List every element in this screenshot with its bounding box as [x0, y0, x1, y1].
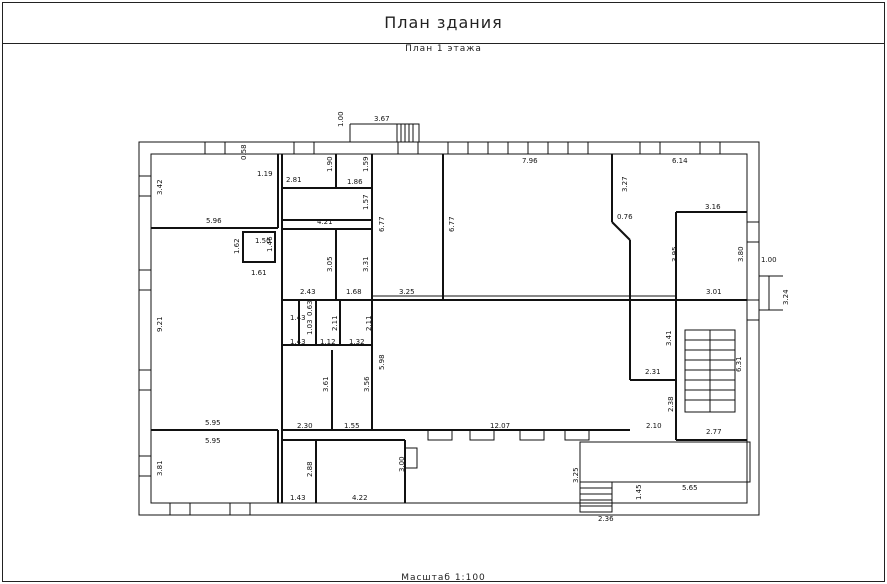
dimension-label: 6.77 — [448, 216, 456, 232]
dimension-label: 3.56 — [363, 376, 371, 392]
dimension-label: 3.67 — [374, 115, 390, 123]
dimension-label: 3.31 — [362, 256, 370, 272]
dimension-label: 1.00 — [761, 256, 777, 264]
dimension-label: 1.55 — [344, 422, 360, 430]
dimension-label: 2.88 — [306, 461, 314, 477]
dimension-label: 2.11 — [365, 315, 373, 331]
dimension-label: 5.96 — [206, 217, 222, 225]
dimension-label: 1.62 — [233, 238, 241, 254]
dimension-label: 2.30 — [297, 422, 313, 430]
dimension-label: 1.03 — [306, 319, 314, 335]
dimension-label: 3.95 — [671, 246, 679, 262]
dimension-label: 3.25 — [572, 467, 580, 483]
dimension-label: 1.45 — [635, 484, 643, 500]
dimension-label: 5.65 — [682, 484, 698, 492]
dimension-label: 1.90 — [326, 156, 334, 172]
dimension-label: 2.36 — [598, 515, 614, 523]
dimension-label: 1.19 — [257, 170, 273, 178]
dimension-label: 12.07 — [490, 422, 510, 430]
south-east-porch — [579, 441, 751, 483]
dimension-label: 3.24 — [782, 289, 790, 305]
dimension-label: 0.76 — [617, 213, 633, 221]
dimension-label: 1.68 — [346, 288, 362, 296]
dimension-label: 5.95 — [205, 437, 221, 445]
dimension-label: 2.43 — [300, 288, 316, 296]
east-entrance — [758, 275, 770, 311]
south-porch-steps — [579, 481, 613, 513]
dimension-label: 1.86 — [347, 178, 363, 186]
dimension-label: 4.22 — [352, 494, 368, 502]
dimension-label: 0.58 — [240, 144, 248, 160]
dimension-label: 1.43 — [290, 338, 306, 346]
dimension-label: 1.12 — [320, 338, 336, 346]
dimension-label: 2.31 — [645, 368, 661, 376]
dimension-label: 3.41 — [665, 330, 673, 346]
dimension-label: 3.01 — [706, 288, 722, 296]
dimension-label: 1.57 — [362, 194, 370, 210]
dimension-label: 1.32 — [349, 338, 365, 346]
title-bar: План здания — [3, 3, 884, 44]
dimension-label: 4.21 — [317, 218, 333, 226]
dimension-label: 3.80 — [737, 246, 745, 262]
dimension-label: 3.16 — [705, 203, 721, 211]
dimension-label: 1.61 — [251, 269, 267, 277]
dimension-label: 9.21 — [156, 316, 164, 332]
small-room — [242, 231, 276, 263]
dimension-label: 7.96 — [522, 157, 538, 165]
dimension-label: 2.38 — [667, 396, 675, 412]
dimension-label: 2.10 — [646, 422, 662, 430]
dimension-label: 0.63 — [306, 300, 314, 316]
dimension-label: 5.98 — [378, 354, 386, 370]
dimension-label: 1.50 — [255, 237, 271, 245]
dimension-label: 1.59 — [362, 156, 370, 172]
dimension-label: 1.46 — [266, 236, 274, 252]
dimension-label: 3.00 — [398, 456, 406, 472]
dimension-label: 5.95 — [205, 419, 221, 427]
dimension-label: 6.77 — [378, 216, 386, 232]
dimension-label: 1.43 — [290, 494, 306, 502]
dimension-label: 2.11 — [331, 315, 339, 331]
dimension-label: 1.00 — [337, 111, 345, 127]
scale-label: Масштаб 1:100 — [401, 573, 486, 583]
dimension-label: 1.43 — [290, 314, 306, 322]
dimension-label: 3.81 — [156, 460, 164, 476]
dimension-label: 3.61 — [322, 376, 330, 392]
dimension-label: 3.05 — [326, 256, 334, 272]
outer-wall-inner — [150, 153, 748, 504]
dimension-label: 3.42 — [156, 179, 164, 195]
dimension-label: 2.77 — [706, 428, 722, 436]
drawing-title: План здания — [384, 13, 503, 32]
dimension-label: 6.31 — [735, 356, 743, 372]
floor-plan-subtitle: План 1 этажа — [405, 44, 482, 54]
dimension-label: 3.27 — [621, 176, 629, 192]
dimension-labels: 3.67 1.00 0.58 1.19 3.42 5.96 1.90 2.81 … — [156, 111, 790, 523]
dimension-label: 3.25 — [399, 288, 415, 296]
dimension-label: 2.81 — [286, 176, 302, 184]
dimension-label: 6.14 — [672, 157, 688, 165]
north-entrance-steps — [396, 123, 420, 143]
outer-wall-outer — [138, 141, 760, 516]
